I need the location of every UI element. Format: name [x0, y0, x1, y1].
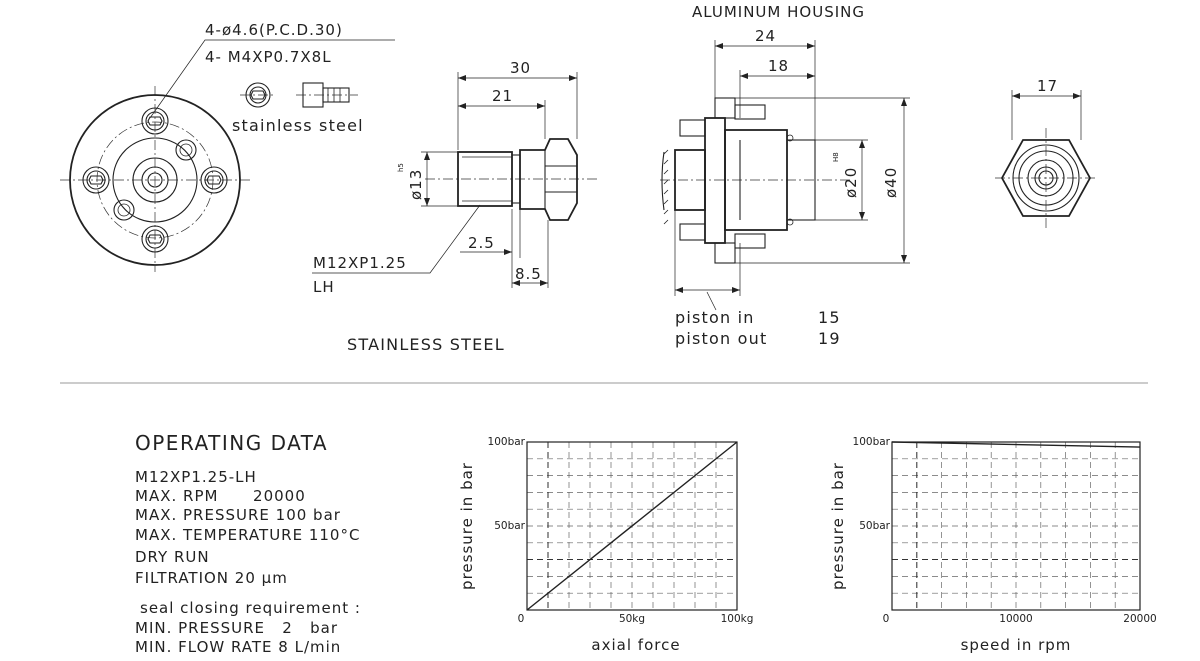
bolt-hole-top [141, 107, 169, 135]
y-tick-label: 50bar [859, 520, 890, 532]
x-tick-label: 0 [883, 613, 890, 625]
y-tick-label: 100bar [853, 436, 891, 448]
seal-line: MIN. PRESSURE 2 bar [135, 619, 338, 637]
screw-side-icon [296, 82, 358, 108]
operating-line: MAX. RPM 20000 [135, 487, 306, 505]
piston-out-value: 19 [818, 329, 841, 348]
dim-21-label: 21 [492, 87, 513, 105]
bolt-hole-left [82, 166, 110, 194]
screw-material-label: stainless steel [232, 116, 364, 135]
x-axis-label: speed in rpm [961, 636, 1072, 654]
x-tick-label: 20000 [1123, 613, 1156, 625]
operating-data-block: OPERATING DATA M12XP1.25-LH MAX. RPM 200… [135, 431, 361, 656]
dim-17-label: 17 [1037, 77, 1058, 95]
flange-callout-pcd: 4-ø4.6(P.C.D.30) [205, 21, 343, 39]
operating-line: MAX. PRESSURE 100 bar [135, 506, 341, 524]
chart-frame [526, 441, 738, 611]
dim-2-5-label: 2.5 [468, 234, 495, 252]
axial-force-chart: 0 50kg 100kg 50bar 100bar axial force pressu… [458, 436, 753, 654]
housing-title: ALUMINUM HOUSING [692, 3, 865, 21]
x-axis-label: axial force [591, 636, 680, 654]
dim-h8-label: H8 [832, 152, 840, 162]
chart-frame [891, 441, 1141, 611]
operating-line: M12XP1.25-LH [135, 468, 257, 486]
chart-grid [892, 442, 1140, 610]
bolt-hole-right [200, 166, 228, 194]
x-tick-label: 0 [518, 613, 525, 625]
series-line [891, 441, 1141, 448]
seal-requirement-title: seal closing requirement : [140, 599, 361, 617]
operating-line: FILTRATION 20 μm [135, 569, 288, 587]
series-line [526, 441, 738, 611]
dim-phi40-label: ø40 [882, 167, 900, 198]
y-axis-label: pressure in bar [458, 462, 476, 590]
seal-line: MIN. FLOW RATE 8 L/min [135, 638, 341, 656]
dim-30-label: 30 [510, 59, 531, 77]
operating-line: DRY RUN [135, 548, 210, 566]
thread-lh-label: LH [313, 278, 335, 296]
y-axis-label: pressure in bar [829, 462, 847, 590]
dim-24-label: 24 [755, 27, 776, 45]
chart-ticks: 0 50kg 100kg 50bar 100bar [488, 436, 754, 625]
shaft-side-view [312, 72, 600, 288]
x-tick-label: 50kg [619, 613, 645, 625]
housing-side-view [660, 40, 910, 311]
piston-in-label: piston in [675, 308, 755, 327]
dim-18-label: 18 [768, 57, 789, 75]
y-tick-label: 100bar [488, 436, 526, 448]
chart-ticks: 0 10000 20000 50bar 100bar [853, 436, 1157, 625]
operating-line: MAX. TEMPERATURE 110°C [135, 526, 360, 544]
piston-in-value: 15 [818, 308, 841, 327]
piston-out-label: piston out [675, 329, 767, 348]
chart-grid [527, 442, 737, 610]
y-tick-label: 50bar [494, 520, 525, 532]
flange-callout-screw: 4- M4XP0.7X8L [205, 48, 332, 66]
chart-series [891, 441, 1141, 448]
dim-phi20-label: ø20 [842, 167, 860, 198]
chart-series [526, 441, 738, 611]
dim-phi13-label: ø13 [407, 169, 425, 200]
x-tick-label: 10000 [999, 613, 1032, 625]
operating-data-title: OPERATING DATA [135, 431, 328, 455]
flange-front-view [60, 39, 395, 272]
stainless-steel-caption: STAINLESS STEEL [347, 335, 505, 354]
bolt-hole-bottom [141, 225, 169, 253]
dim-h5-label: h5 [397, 163, 405, 172]
speed-chart: 0 10000 20000 50bar 100bar speed in rpm pres… [829, 436, 1157, 654]
thread-callout-label: M12XP1.25 [313, 254, 407, 272]
hex-end-view [995, 90, 1098, 228]
screw-head-icon [240, 82, 276, 108]
x-tick-label: 100kg [721, 613, 754, 625]
dim-8-5-label: 8.5 [515, 265, 542, 283]
